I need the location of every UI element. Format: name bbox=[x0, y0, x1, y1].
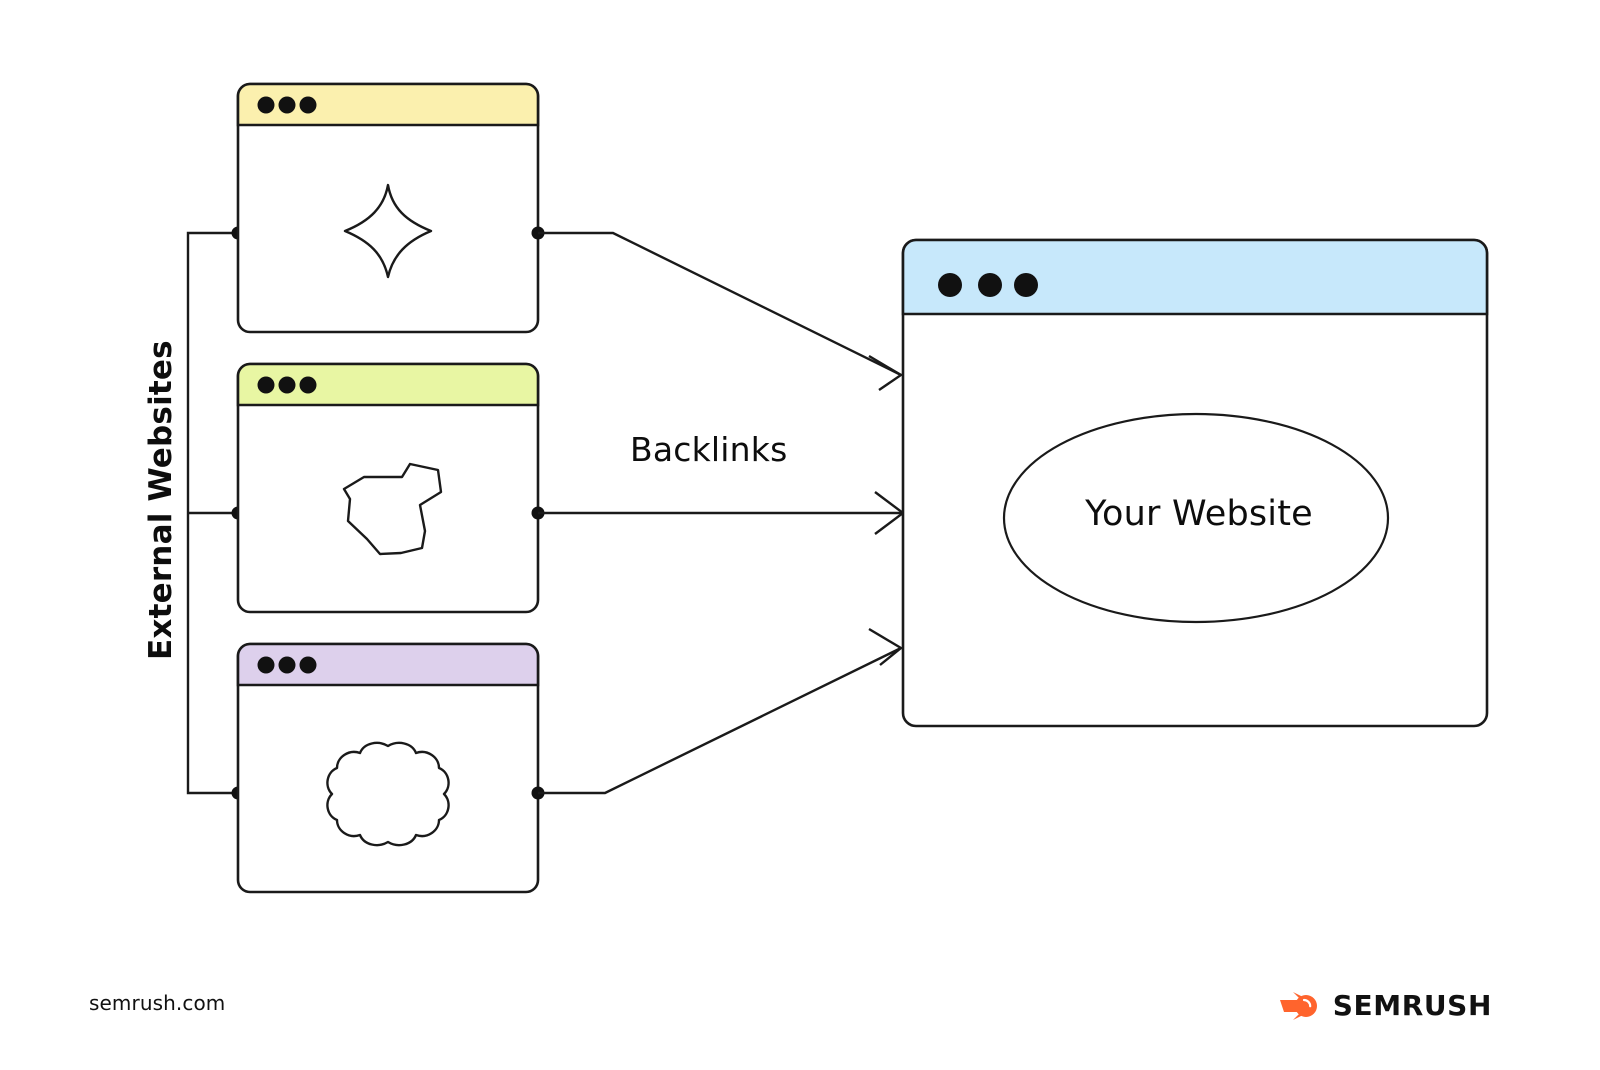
footer-source-url: semrush.com bbox=[89, 991, 226, 1015]
external-site-1-header-fill bbox=[238, 84, 538, 125]
window-dot-red-icon[interactable] bbox=[257, 656, 275, 674]
backlink-connector-2 bbox=[531, 491, 905, 535]
semrush-comet-icon bbox=[1279, 992, 1317, 1020]
window-dot-red-icon[interactable] bbox=[938, 273, 962, 297]
your-website-window[interactable] bbox=[901, 238, 1489, 728]
window-dot-yellow-icon[interactable] bbox=[278, 376, 296, 394]
backlink-connector-3 bbox=[531, 627, 904, 800]
external-site-3-header-outline bbox=[236, 642, 540, 687]
backlink-path-3 bbox=[538, 646, 902, 795]
semrush-wordmark: SEMRUSH bbox=[1332, 989, 1492, 1022]
external-site-3-window[interactable] bbox=[236, 642, 540, 894]
backlink-arrowhead-1 bbox=[868, 354, 904, 391]
your-website-header-outline bbox=[901, 238, 1489, 316]
external-websites-bracket bbox=[186, 226, 245, 800]
semrush-logo: SEMRUSH bbox=[1279, 986, 1492, 1026]
external-site-2-window[interactable] bbox=[236, 362, 540, 614]
blob-polygon-icon bbox=[342, 462, 443, 556]
your-website-header-fill bbox=[903, 240, 1487, 314]
window-dot-yellow-icon[interactable] bbox=[278, 96, 296, 114]
window-dot-green-icon[interactable] bbox=[299, 376, 317, 394]
window-dot-green-icon[interactable] bbox=[299, 656, 317, 674]
window-dot-red-icon[interactable] bbox=[257, 96, 275, 114]
external-site-1-window[interactable] bbox=[236, 82, 540, 334]
window-dot-yellow-icon[interactable] bbox=[278, 656, 296, 674]
window-dot-yellow-icon[interactable] bbox=[978, 273, 1002, 297]
backlink-path-1 bbox=[538, 231, 902, 377]
window-dot-red-icon[interactable] bbox=[257, 376, 275, 394]
external-site-2-header-fill bbox=[238, 364, 538, 405]
window-dot-green-icon[interactable] bbox=[1014, 273, 1038, 297]
backlink-arrowhead-3 bbox=[868, 627, 904, 666]
backlinks-label: Backlinks bbox=[630, 430, 788, 469]
external-site-2-header-outline bbox=[236, 362, 540, 407]
external-site-3-header-fill bbox=[238, 644, 538, 685]
your-website-label: Your Website bbox=[1085, 494, 1313, 534]
window-dot-green-icon[interactable] bbox=[299, 96, 317, 114]
external-site-1-header-outline bbox=[236, 82, 540, 127]
your-website-ellipse bbox=[1002, 412, 1390, 624]
backlink-connector-1 bbox=[531, 226, 904, 391]
scalloped-flower-icon bbox=[326, 741, 450, 847]
concave-diamond-icon bbox=[343, 183, 433, 279]
